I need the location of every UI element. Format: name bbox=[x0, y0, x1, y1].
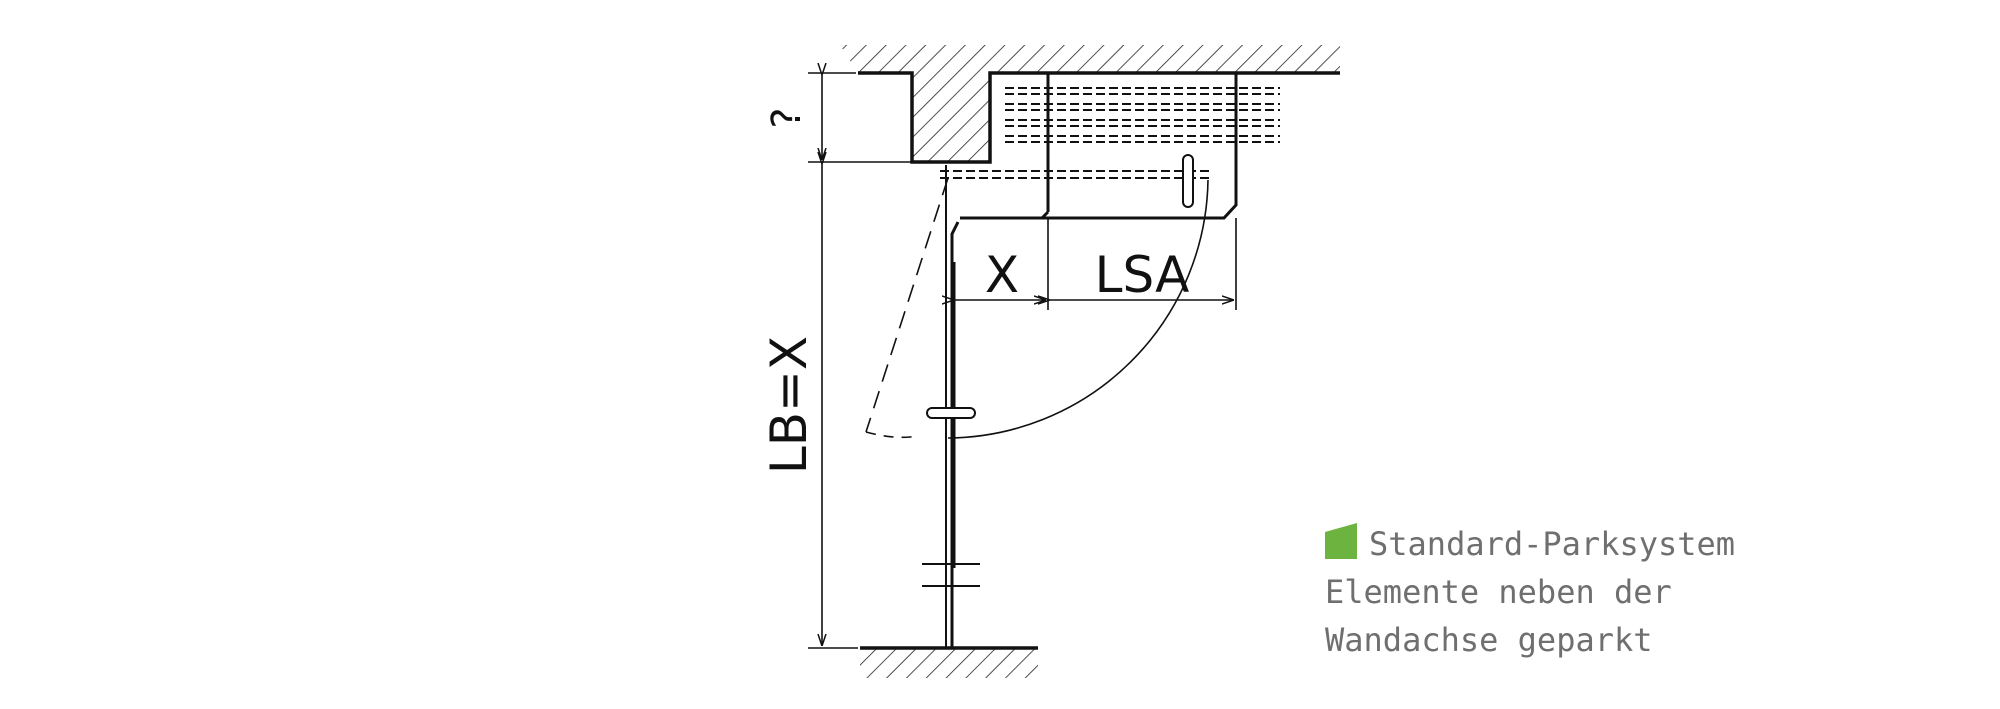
legend-title-line: Standard-Parksystem bbox=[1325, 520, 1735, 568]
floor bbox=[860, 646, 1038, 678]
legend-line-3: Wandachse geparkt bbox=[1325, 621, 1653, 659]
dimension-lines bbox=[808, 73, 1237, 649]
stacked-elements bbox=[940, 87, 1280, 179]
swing-path bbox=[865, 177, 1209, 439]
break-symbol bbox=[922, 563, 980, 587]
legend: Standard-Parksystem Elemente neben der W… bbox=[1325, 520, 1735, 664]
handles bbox=[926, 154, 1194, 419]
legend-title: Standard-Parksystem bbox=[1369, 525, 1736, 563]
dimension-label-lsa: LSA bbox=[1095, 246, 1190, 304]
dimension-label-q: ? bbox=[764, 107, 810, 128]
dimension-label-lb: LB=X bbox=[760, 336, 818, 474]
green-swatch-icon bbox=[1325, 523, 1357, 559]
dimension-label-x: X bbox=[985, 246, 1019, 304]
legend-line-2: Elemente neben der bbox=[1325, 573, 1672, 611]
